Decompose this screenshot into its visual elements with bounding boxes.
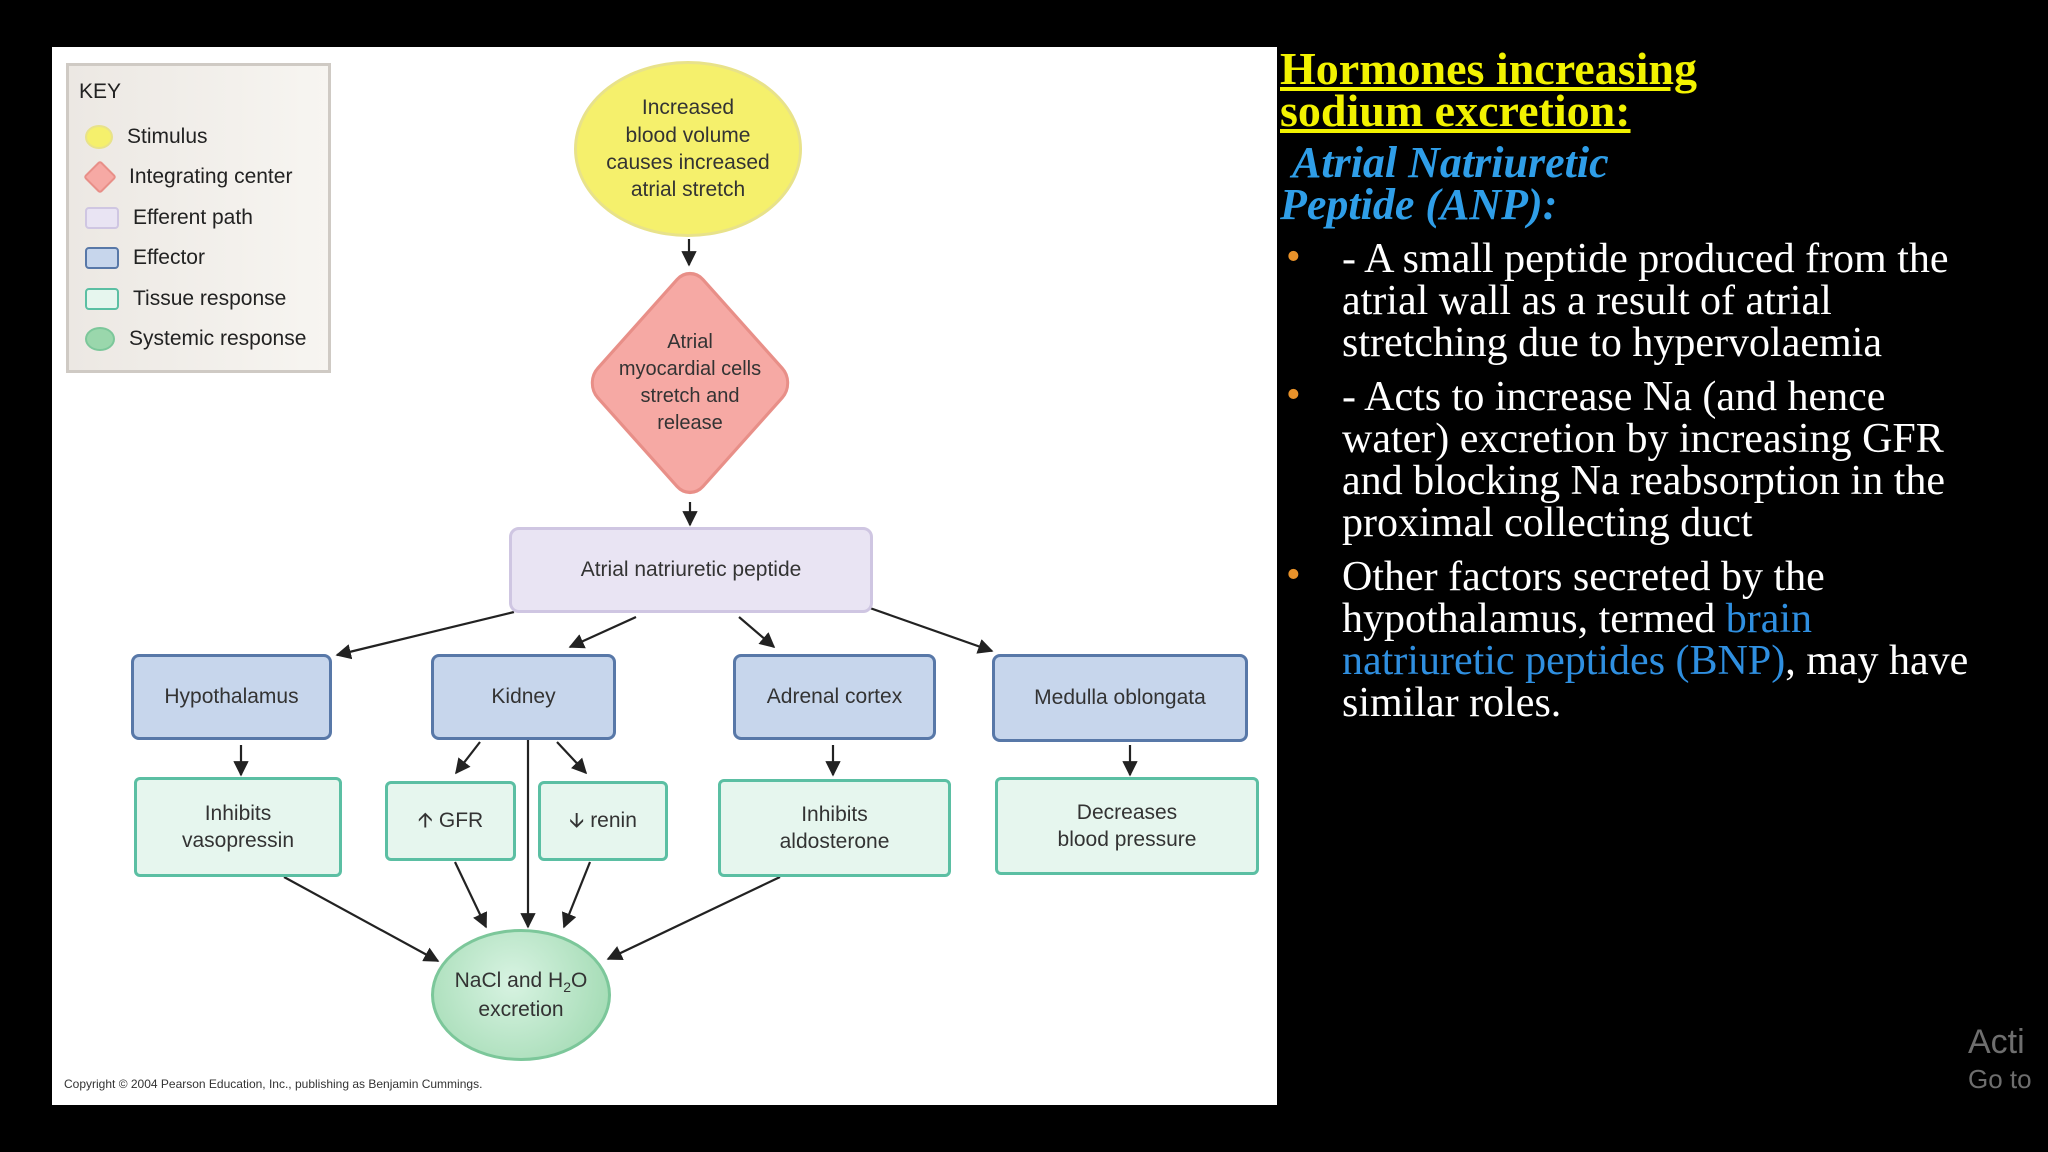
- kidney-node: Kidney: [431, 654, 616, 740]
- slide-notes: Hormones increasing sodium excretion: At…: [1280, 43, 1980, 736]
- key-item-effector: Effector: [85, 243, 205, 273]
- key-item-tissue-response: Tissue response: [85, 284, 286, 314]
- arrow-up-icon: 🡩: [417, 809, 433, 833]
- effector-swatch: [85, 247, 119, 269]
- watermark-line1: Acti: [1968, 1023, 2025, 1061]
- activation-watermark: Acti Go to: [1968, 1022, 2032, 1096]
- stimulus-node: Increased blood volume causes increased …: [574, 61, 802, 237]
- renin-node: 🡫 renin: [538, 781, 668, 861]
- key-item-stimulus: Stimulus: [85, 122, 208, 152]
- arrow-aldosterone-to-excretion: [606, 876, 781, 960]
- gfr-node: 🡩 GFR: [385, 781, 516, 861]
- arrow-kidney-to-gfr: [455, 741, 481, 775]
- arrow-gfr-to-excretion: [454, 861, 487, 929]
- watermark-line2: Go to: [1968, 1064, 2032, 1094]
- hypothalamus-node: Hypothalamus: [131, 654, 332, 740]
- arrow-anp-to-kidney: [568, 615, 637, 649]
- renin-label: renin: [590, 809, 637, 833]
- excretion-line1: NaCl and H2O: [454, 968, 588, 995]
- connector-arrows: [233, 239, 1138, 962]
- decreases-blood-pressure-node: Decreases blood pressure: [995, 777, 1259, 875]
- inhibits-aldosterone-node: Inhibits aldosterone: [718, 779, 951, 877]
- key-item-systemic-response: Systemic response: [85, 324, 306, 354]
- slide-heading: Hormones increasing sodium excretion:: [1280, 43, 1697, 136]
- adrenal-cortex-node: Adrenal cortex: [733, 654, 936, 740]
- key-item-label: Efferent path: [133, 206, 253, 229]
- copyright-notice: Copyright © 2004 Pearson Education, Inc.…: [64, 1077, 483, 1091]
- bullet-item: •- Acts to increase Na (and hence water)…: [1286, 372, 1946, 546]
- anp-node: Atrial natriuretic peptide: [509, 527, 873, 613]
- arrow-anp-to-adrenal: [738, 616, 776, 649]
- arrow-kidney-to-renin: [556, 741, 588, 775]
- medulla-oblongata-node: Medulla oblongata: [992, 654, 1248, 742]
- bullet-list: •- A small peptide produced from the atr…: [1280, 234, 1980, 726]
- excretion-line2: excretion: [478, 998, 564, 1022]
- bnp-highlight: brain natriuretic peptides (BNP): [1342, 596, 1813, 684]
- key-item-label: Effector: [133, 246, 205, 269]
- slide-subheading: Atrial Natriuretic Peptide (ANP):: [1280, 138, 1609, 229]
- key-item-label: Integrating center: [129, 165, 293, 188]
- bullet-dot-icon: •: [1286, 372, 1301, 418]
- bullet-item: •Other factors secreted by the hypothala…: [1286, 552, 1969, 726]
- arrow-anp-to-medulla: [866, 605, 994, 654]
- gfr-label: GFR: [438, 809, 484, 833]
- arrow-renin-to-excretion: [561, 861, 592, 929]
- inhibits-vasopressin-node: Inhibits vasopressin: [134, 777, 342, 877]
- key-item-label: Stimulus: [127, 125, 208, 148]
- bullet-item: •- A small peptide produced from the atr…: [1286, 234, 1949, 366]
- legend-key: KEY Stimulus Integrating center Efferent…: [66, 63, 331, 373]
- integrating-center-node: Atrial myocardial cells stretch and rele…: [582, 262, 798, 504]
- key-item-integrating-center: Integrating center: [83, 160, 293, 194]
- key-item-label: Systemic response: [129, 327, 307, 350]
- nacl-h2o-excretion-node: NaCl and H2O excretion: [431, 929, 611, 1061]
- arrow-down-icon: 🡫: [569, 809, 585, 833]
- integrating-center-swatch: [83, 160, 117, 194]
- arrow-vasopressin-to-excretion: [283, 876, 440, 962]
- stimulus-swatch: [85, 125, 113, 149]
- anp-flow-diagram: KEY Stimulus Integrating center Efferent…: [52, 47, 1277, 1105]
- key-title: KEY: [79, 80, 122, 103]
- arrow-anp-to-hypothalamus: [335, 610, 515, 660]
- key-item-label: Tissue response: [133, 287, 287, 310]
- bullet-dot-icon: •: [1286, 552, 1301, 598]
- integrating-center-label: Atrial myocardial cells stretch and rele…: [618, 331, 762, 434]
- efferent-path-swatch: [85, 207, 119, 229]
- bullet-dot-icon: •: [1286, 234, 1301, 280]
- key-item-efferent-path: Efferent path: [85, 203, 253, 233]
- systemic-response-swatch: [85, 327, 115, 351]
- tissue-response-swatch: [85, 288, 119, 310]
